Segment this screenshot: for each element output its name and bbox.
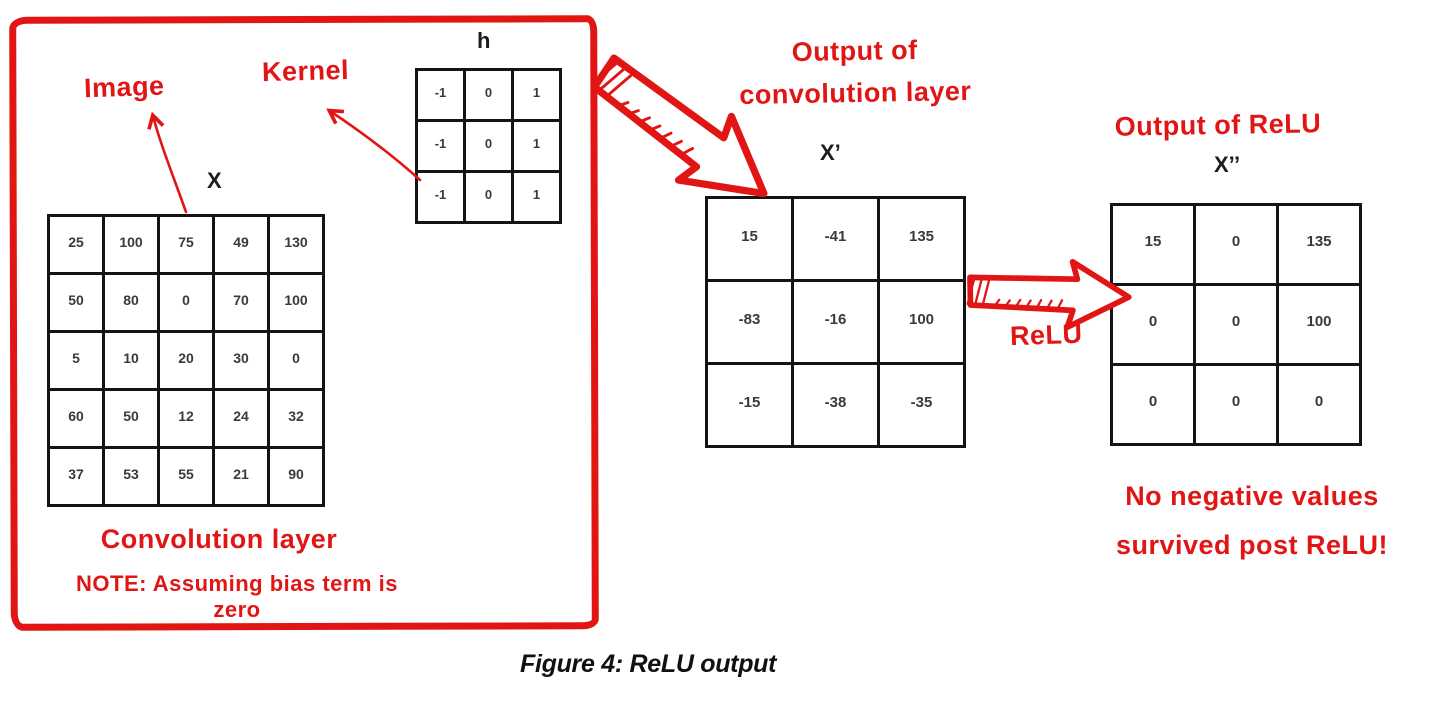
matrix-cell: 0 [1196, 286, 1276, 363]
image-matrix-title: X [207, 168, 222, 193]
relu-arrow-label: ReLU [1009, 318, 1083, 352]
matrix-cell: -83 [708, 282, 791, 362]
bias-note-label: NOTE: Assuming bias term is zero [76, 571, 398, 622]
matrix-cell: -41 [794, 199, 877, 279]
matrix-cell: 32 [270, 391, 322, 446]
matrix-cell: 53 [105, 449, 157, 504]
matrix-cell: 0 [466, 173, 511, 221]
image-label: Image [83, 70, 166, 104]
matrix-cell: 1 [514, 71, 559, 119]
matrix-cell: 0 [160, 275, 212, 330]
conv-output-label: Output of convolution layer [694, 27, 1015, 117]
matrix-cell: 15 [708, 199, 791, 279]
conv-output-label-line2: convolution layer [739, 75, 972, 111]
convolution-layer-label: Convolution layer [100, 524, 338, 554]
matrix-cell: 49 [215, 217, 267, 272]
matrix-cell: -38 [794, 365, 877, 445]
matrix-cell: 0 [466, 71, 511, 119]
matrix-cell: -16 [794, 282, 877, 362]
matrix-cell: 75 [160, 217, 212, 272]
matrix-cell: 1 [514, 122, 559, 170]
matrix-cell: 55 [160, 449, 212, 504]
kernel-matrix-title: h [477, 28, 491, 53]
matrix-cell: 80 [105, 275, 157, 330]
conv-output-matrix-title: X’ [820, 140, 841, 165]
kernel-label: Kernel [261, 54, 350, 88]
matrix-cell: 100 [270, 275, 322, 330]
matrix-cell: 21 [215, 449, 267, 504]
matrix-cell: -1 [418, 71, 463, 119]
matrix-cell: 70 [215, 275, 267, 330]
matrix-cell: 10 [105, 333, 157, 388]
matrix-cell: 60 [50, 391, 102, 446]
matrix-cell: 0 [1196, 206, 1276, 283]
matrix-cell: 50 [105, 391, 157, 446]
matrix-cell: 0 [270, 333, 322, 388]
relu-output-label: Output of ReLU [1114, 108, 1322, 142]
conv-output-label-line1: Output of [791, 34, 918, 68]
matrix-cell: 135 [1279, 206, 1359, 283]
matrix-cell: 100 [880, 282, 963, 362]
matrix-cell: 100 [1279, 286, 1359, 363]
matrix-cell: 0 [1196, 366, 1276, 443]
relu-output-matrix-title: X’’ [1214, 152, 1241, 177]
figure-caption: Figure 4: ReLU output [520, 650, 777, 678]
matrix-cell: 50 [50, 275, 102, 330]
matrix-cell: -1 [418, 122, 463, 170]
matrix-cell: 25 [50, 217, 102, 272]
matrix-cell: 0 [1113, 286, 1193, 363]
matrix-cell: 130 [270, 217, 322, 272]
matrix-cell: 15 [1113, 206, 1193, 283]
matrix-cell: 135 [880, 199, 963, 279]
matrix-cell: -35 [880, 365, 963, 445]
matrix-cell: 90 [270, 449, 322, 504]
matrix-cell: 37 [50, 449, 102, 504]
matrix-cell: 100 [105, 217, 157, 272]
matrix-cell: 24 [215, 391, 267, 446]
no-negative-note-line2: survived post ReLU! [1115, 530, 1389, 560]
no-negative-note-line1: No negative values [1125, 481, 1379, 511]
matrix-cell: 0 [1113, 366, 1193, 443]
matrix-cell: 30 [215, 333, 267, 388]
matrix-cell: 0 [1279, 366, 1359, 443]
matrix-cell: 1 [514, 173, 559, 221]
matrix-cell: 20 [160, 333, 212, 388]
matrix-cell: 5 [50, 333, 102, 388]
matrix-cell: 0 [466, 122, 511, 170]
matrix-cell: -1 [418, 173, 463, 221]
matrix-cell: 12 [160, 391, 212, 446]
no-negative-note: No negative values survived post ReLU! [1102, 472, 1402, 570]
matrix-cell: -15 [708, 365, 791, 445]
